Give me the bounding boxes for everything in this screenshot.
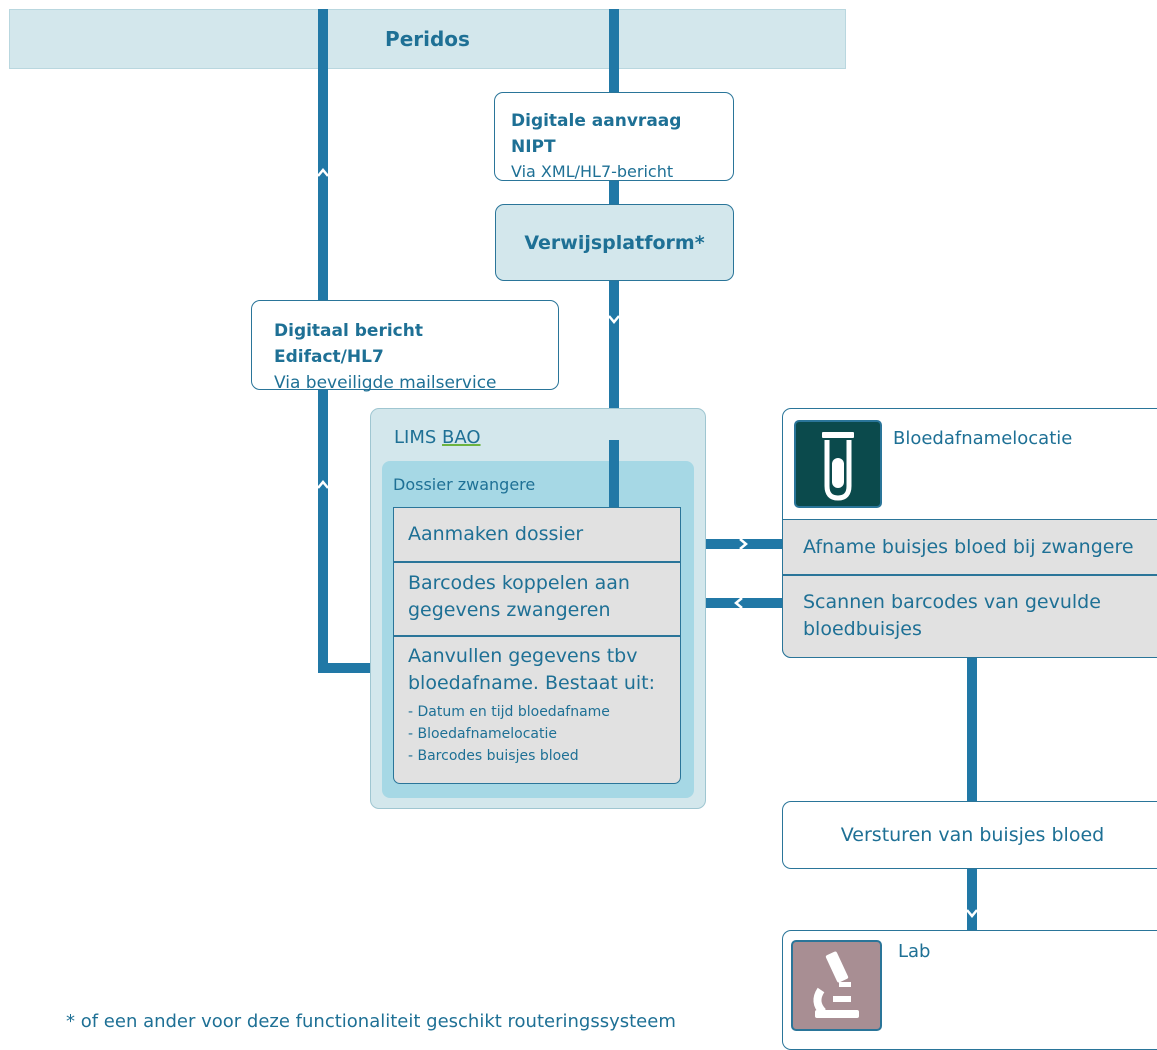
nipt-subtitle: Via XML/HL7-bericht — [511, 162, 674, 181]
step-aanmaken-dossier: Aanmaken dossier — [393, 507, 681, 562]
verwijsplatform-title: Verwijsplatform* — [524, 231, 705, 254]
chevron-down-icon — [966, 909, 978, 918]
row-scannen-label: Scannen barcodes van gevulde bloedbuisje… — [803, 591, 1101, 640]
edifact-title: Digitaal bericht Edifact/HL7 — [274, 321, 423, 367]
chevron-up-icon — [317, 480, 329, 489]
peridos-banner: Peridos — [9, 9, 846, 69]
chevron-down-icon — [608, 315, 620, 324]
versturen-box: Versturen van buisjes bloed — [782, 801, 1157, 869]
connector-left-top — [318, 9, 328, 69]
nipt-box: Digitale aanvraag NIPT Via XML/HL7-beric… — [494, 92, 734, 181]
connector-arrow-to-right — [680, 539, 784, 549]
connector-center-into-dossier — [609, 440, 619, 510]
lims-title-prefix: LIMS — [394, 427, 443, 448]
bloedafnamelocatie-title: Bloedafnamelocatie — [893, 428, 1073, 449]
test-tube-icon — [822, 432, 854, 501]
lims-title-link: BAO — [442, 427, 481, 448]
connector-arrow-to-left — [680, 598, 784, 608]
substep-locatie: - Bloedafnamelocatie — [408, 726, 557, 742]
chevron-right-icon — [739, 538, 748, 550]
chevron-up-icon — [317, 168, 329, 177]
step-2-label: Barcodes koppelen aan gegevens zwangeren — [408, 572, 630, 621]
footnote: * of een ander voor deze functionaliteit… — [66, 1011, 676, 1032]
row-afname-buisjes: Afname buisjes bloed bij zwangere — [782, 519, 1157, 575]
substep-barcodes: - Barcodes buisjes bloed — [408, 748, 579, 764]
dossier-title: Dossier zwangere — [393, 475, 536, 494]
connector-right-vertical — [967, 655, 977, 935]
nipt-title: Digitale aanvraag NIPT — [511, 111, 682, 157]
microscope-tile — [791, 940, 882, 1031]
connector-left-horizontal — [318, 663, 396, 673]
edifact-subtitle: Via beveiligde mailservice — [274, 373, 497, 393]
verwijsplatform-box: Verwijsplatform* — [495, 204, 734, 281]
lab-title: Lab — [898, 941, 931, 962]
step-3-label: Aanvullen gegevens tbv bloedafname. Best… — [408, 645, 656, 694]
step-aanvullen-gegevens: Aanvullen gegevens tbv bloedafname. Best… — [393, 636, 681, 784]
connector-center-top — [609, 9, 619, 69]
substep-datum: - Datum en tijd bloedafname — [408, 704, 610, 720]
edifact-box: Digitaal bericht Edifact/HL7 Via beveili… — [251, 300, 559, 393]
chevron-left-icon — [734, 597, 743, 609]
row-scannen-barcodes: Scannen barcodes van gevulde bloedbuisje… — [782, 575, 1157, 658]
row-afname-label: Afname buisjes bloed bij zwangere — [803, 535, 1134, 558]
step-1-label: Aanmaken dossier — [408, 523, 584, 545]
step-3-substeps: - Datum en tijd bloedafname - Bloedafnam… — [408, 701, 666, 767]
tube-tile — [794, 420, 882, 508]
microscope-icon — [813, 951, 859, 1018]
peridos-title: Peridos — [385, 27, 470, 51]
versturen-title: Versturen van buisjes bloed — [840, 824, 1105, 846]
step-barcodes-koppelen: Barcodes koppelen aan gegevens zwangeren — [393, 562, 681, 636]
lims-title: LIMS BAO — [394, 426, 481, 450]
